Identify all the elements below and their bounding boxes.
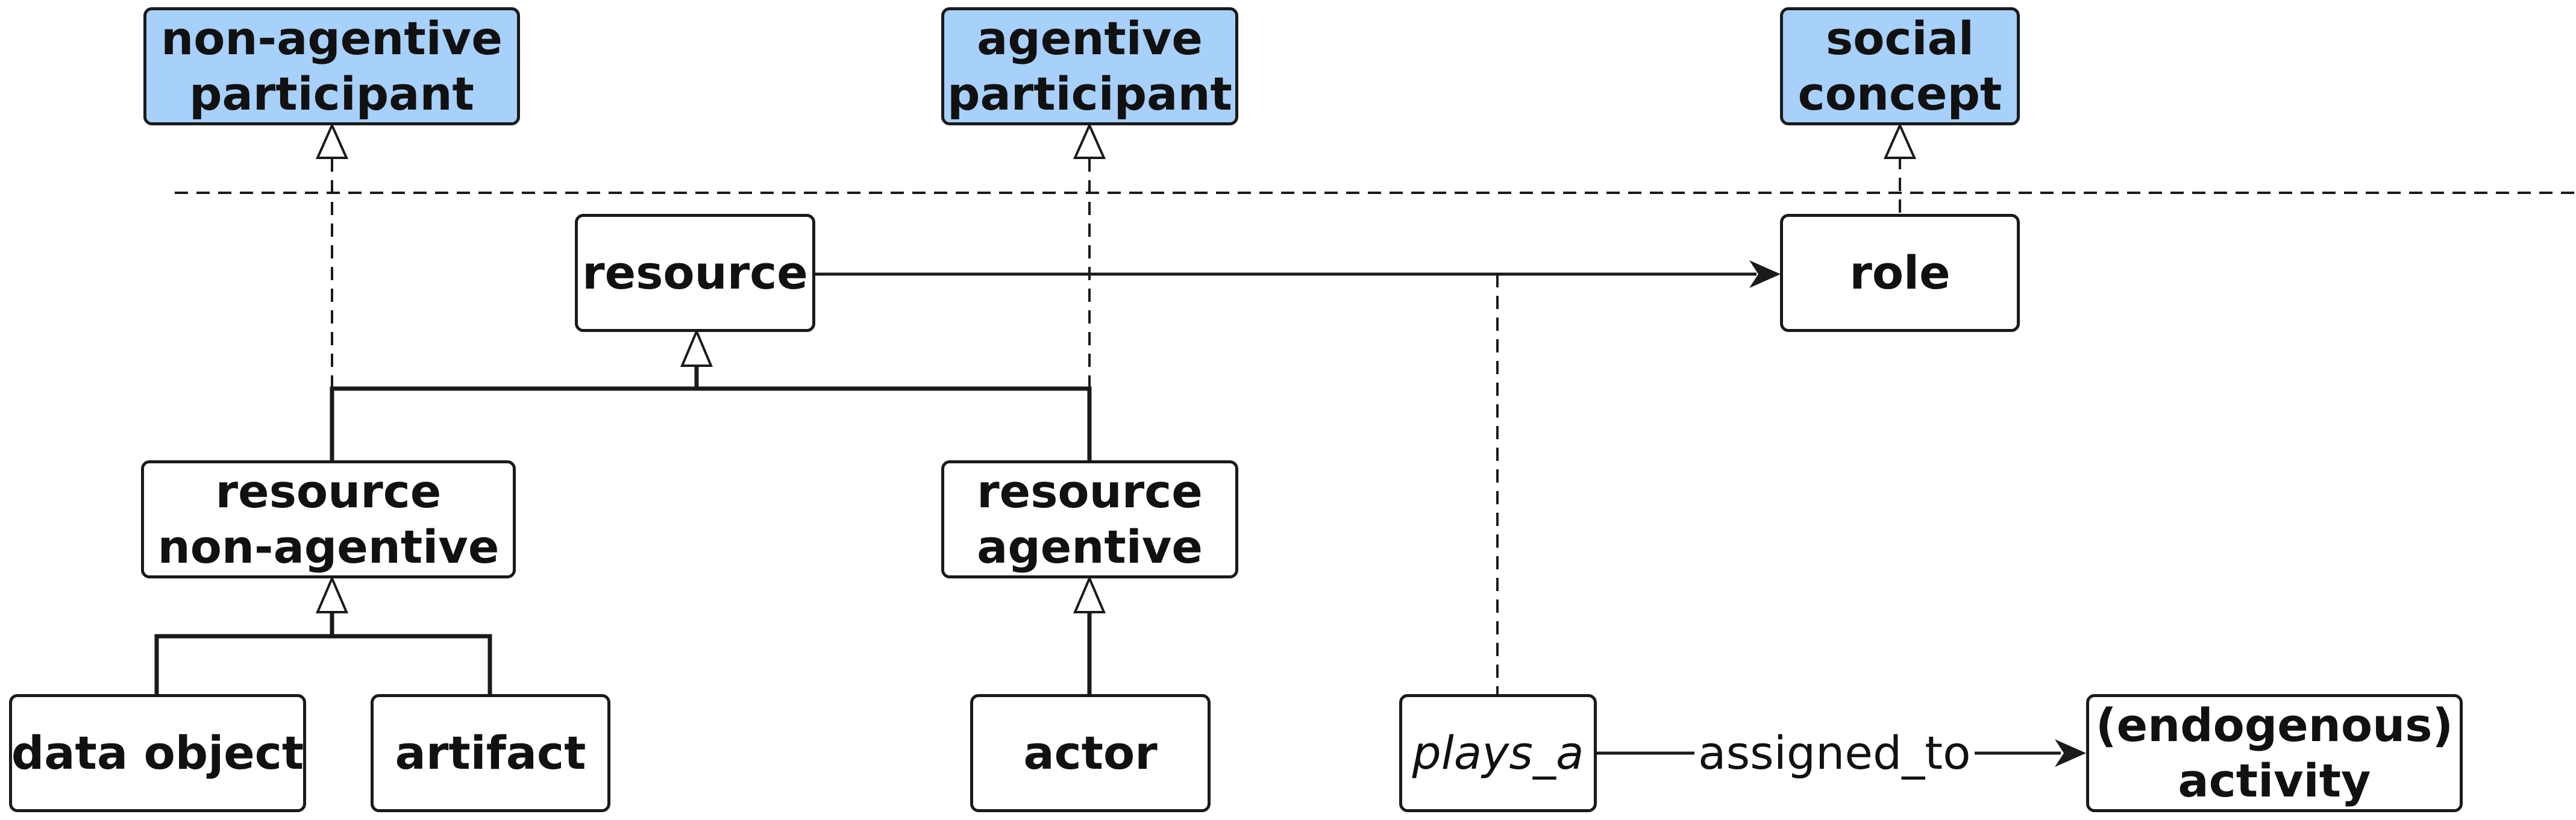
- actor-box[interactable]: actor: [970, 694, 1211, 812]
- box-label-line: artifact: [395, 726, 586, 780]
- realization-arrowhead-non-agentive: [315, 122, 349, 159]
- box-label-line: concept: [1797, 67, 2002, 120]
- data-object-box[interactable]: data object: [9, 694, 306, 812]
- assigned-to-label: assigned_to: [1694, 725, 1975, 781]
- box-label-line: actor: [1023, 726, 1158, 780]
- generalization-link-non-agentive-subtypes: [154, 634, 492, 695]
- box-label-line: (endogenous): [2095, 698, 2454, 752]
- realization-arrowhead-role: [1883, 122, 1917, 159]
- social-concept-box[interactable]: social concept: [1780, 7, 2020, 125]
- association-arrowhead-role: [1749, 260, 1781, 288]
- box-label-line: social: [1826, 11, 1974, 65]
- box-label-line: participant: [189, 67, 474, 120]
- box-label-line: role: [1849, 246, 1951, 299]
- assigned-to-arrowhead: [2055, 739, 2086, 767]
- realization-arrowhead-agentive: [1073, 122, 1106, 159]
- resource-non-agentive-box[interactable]: resource non-agentive: [141, 460, 516, 578]
- role-box[interactable]: role: [1780, 214, 2020, 332]
- non-agentive-participant-box[interactable]: non-agentive participant: [143, 7, 520, 125]
- generalization-link-resource-subtypes: [330, 386, 1092, 461]
- generalization-arrowhead-resource: [680, 328, 713, 367]
- generalization-arrowhead-actor: [1073, 575, 1106, 613]
- box-label-line: plays_a: [1412, 726, 1584, 780]
- agentive-participant-box[interactable]: agentive participant: [941, 7, 1238, 125]
- box-label-line: non-agentive: [157, 520, 500, 574]
- box-label-line: resource: [977, 465, 1203, 518]
- resource-box[interactable]: resource: [575, 214, 815, 332]
- box-label-line: data object: [11, 726, 304, 780]
- box-label-line: non-agentive: [161, 11, 503, 65]
- generalization-arrowhead-non-agentive: [315, 575, 349, 613]
- artifact-box[interactable]: artifact: [371, 694, 610, 812]
- box-label-line: resource: [582, 246, 808, 299]
- box-label-line: activity: [2178, 754, 2371, 807]
- box-label-line: agentive: [977, 520, 1203, 574]
- box-label-line: resource: [215, 465, 442, 518]
- box-label-line: participant: [947, 67, 1232, 120]
- resource-agentive-box[interactable]: resource agentive: [941, 460, 1238, 578]
- plays-a-box[interactable]: plays_a: [1399, 694, 1597, 812]
- endogenous-activity-box[interactable]: (endogenous) activity: [2086, 694, 2463, 812]
- box-label-line: agentive: [977, 11, 1203, 65]
